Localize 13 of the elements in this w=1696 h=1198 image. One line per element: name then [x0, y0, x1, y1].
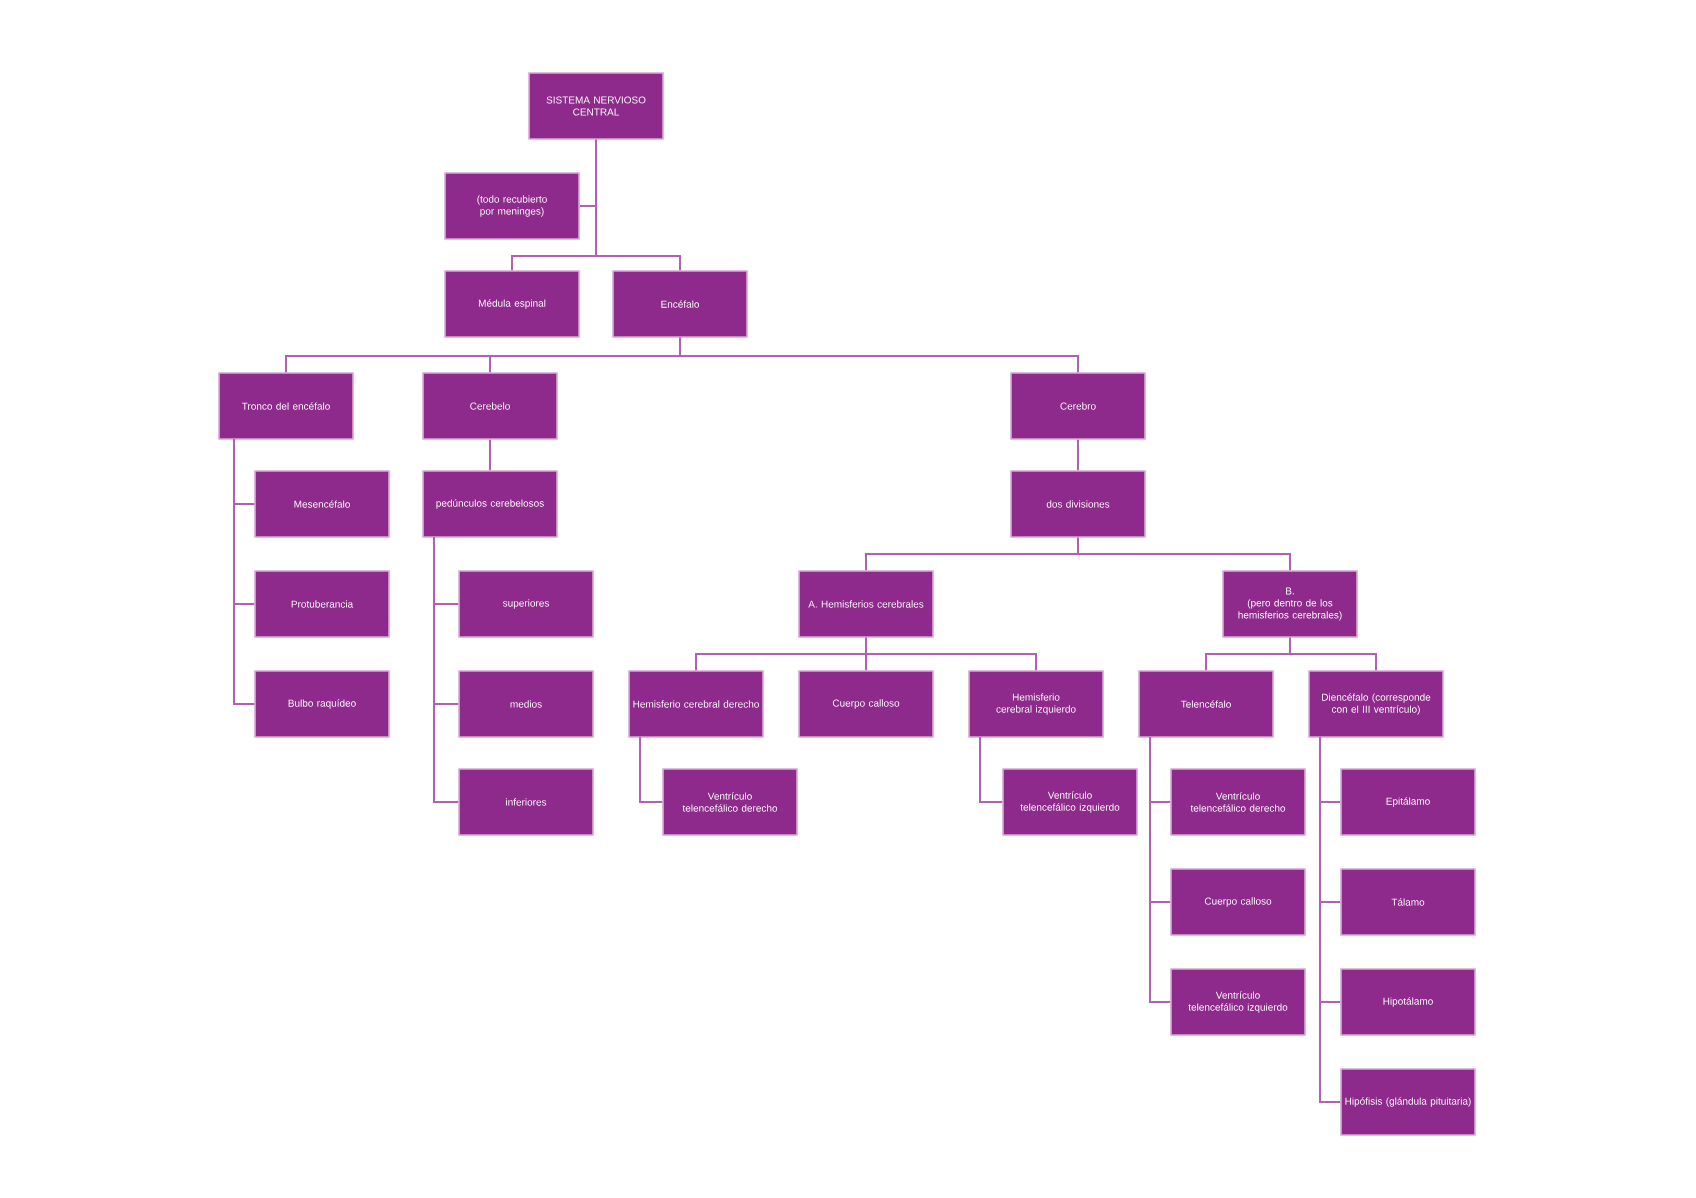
connector [1149, 736, 1172, 1003]
connector [233, 438, 256, 705]
connector [639, 736, 664, 803]
connector [433, 536, 460, 803]
connector [1077, 536, 1291, 572]
connector [489, 438, 491, 472]
connector [979, 736, 1004, 803]
connector [865, 636, 1037, 672]
connector [1289, 636, 1377, 672]
connector [679, 336, 1079, 374]
connector [1077, 438, 1079, 472]
connector [595, 138, 681, 272]
connector [1319, 736, 1342, 1103]
